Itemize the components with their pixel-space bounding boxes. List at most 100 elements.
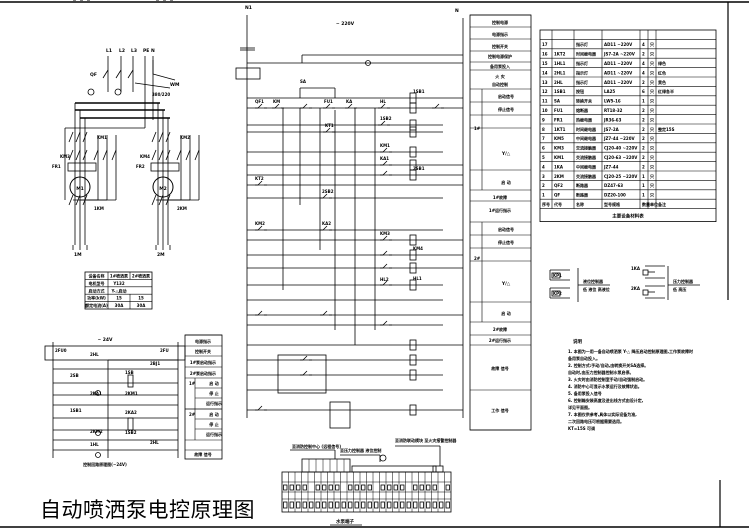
- function-label: 故障 信号: [194, 451, 211, 457]
- table-cell: 30A: [115, 303, 125, 308]
- function-label: 电源指示: [195, 338, 211, 344]
- wire: [257, 180, 263, 186]
- phase-label: L2: [119, 48, 125, 54]
- table-cell: 只: [650, 192, 654, 198]
- voltage-label: ~ 220V: [336, 21, 355, 27]
- wire: [382, 170, 388, 176]
- wire: [382, 160, 388, 166]
- terminal-number: [348, 484, 353, 491]
- coil-label: 1KA: [631, 266, 641, 271]
- table-cell: 2: [542, 183, 545, 188]
- function-label: 电源指示: [492, 31, 508, 37]
- table-cell: 只: [650, 88, 654, 94]
- contact-label: KM2: [255, 221, 265, 226]
- table-cell: 电机型号: [89, 280, 105, 286]
- terminal-number: [445, 501, 450, 509]
- table-cell: 热继电器: [576, 116, 593, 122]
- terminal-number: [426, 484, 431, 491]
- table-title: 主要设备材料表: [612, 213, 644, 220]
- terminal-number: [439, 501, 444, 509]
- motor-label: M1: [76, 186, 84, 192]
- note-line: 2. 控制方式:手动/自动,由转换开关SA选择。: [568, 362, 648, 368]
- wire: [75, 149, 81, 161]
- motor-icon: [69, 176, 91, 198]
- table-cell: 4: [542, 164, 545, 169]
- table-cell: 只: [650, 107, 654, 113]
- table-cell: 断路器: [576, 182, 589, 188]
- table-cell: AD11 ~220V: [604, 42, 633, 47]
- function-label: 启 动: [501, 179, 510, 185]
- table-cell: 5: [542, 155, 545, 160]
- component-label: 1HL: [90, 442, 99, 447]
- relay-coil: [127, 417, 134, 431]
- terminal-number: [309, 501, 314, 509]
- table-cell: 1KT1: [554, 127, 566, 132]
- table-cell: LW5-16: [604, 99, 621, 104]
- terminal-number: [413, 484, 418, 491]
- phase-label: N: [151, 48, 155, 54]
- note-line: 5. 备用泵投入信号: [568, 390, 602, 396]
- terminal-number: [283, 501, 288, 509]
- terminal-number: [302, 501, 307, 509]
- wire: [322, 225, 328, 231]
- contact-label: 2SB1: [413, 166, 425, 171]
- table-cell: JS7-2A ~220V: [603, 52, 636, 57]
- table-cell: 2: [642, 146, 645, 151]
- contact-label: KT2: [255, 176, 264, 181]
- table-cell: 单位: [650, 201, 658, 207]
- note-line: 详见平面图。: [568, 404, 592, 410]
- fuse-label: 2FU0: [55, 348, 67, 353]
- terminal-number: [335, 501, 340, 509]
- table-cell: 交流接触器: [576, 154, 597, 160]
- wire: [165, 149, 171, 161]
- table-cell: 30A: [137, 303, 147, 308]
- table-cell: 1HL1: [554, 61, 566, 66]
- note-line: 自动时,由压力控制器控制水泵启停。: [568, 369, 634, 375]
- table-cell: 转换开关: [576, 98, 592, 104]
- table-cell: JR36-63: [603, 117, 622, 122]
- contactor-label: KM3: [60, 154, 70, 159]
- function-label: 1#: [189, 381, 196, 386]
- contact-label: HL: [380, 99, 386, 104]
- table-cell: 16: [542, 52, 548, 57]
- component-label: 1SB1: [70, 408, 82, 413]
- coil-symbol: [409, 146, 417, 158]
- function-label: Y/△: [501, 151, 511, 157]
- terminal-number: [322, 484, 327, 491]
- terminal-number: [393, 484, 398, 491]
- coil-symbol: [409, 234, 417, 246]
- table-cell: Y-△启动: [110, 287, 126, 293]
- terminal-group: [432, 465, 444, 473]
- table-cell: FU1: [554, 108, 563, 113]
- contact-label: HL1: [413, 276, 422, 281]
- table-cell: 只: [650, 51, 654, 57]
- table-cell: 红色: [658, 69, 666, 75]
- switch-label: KP2: [553, 291, 562, 296]
- function-label: 1#: [474, 126, 481, 131]
- terminal-number: [361, 484, 366, 491]
- table-cell: AD11 ~220V: [604, 80, 633, 85]
- voltage-label: ~ 24V: [97, 337, 113, 343]
- wire: [434, 103, 440, 109]
- wire: [382, 263, 388, 269]
- table-cell: AD11 ~220V: [604, 61, 633, 66]
- coil-symbol: [409, 126, 417, 138]
- table-cell: 只: [650, 154, 654, 160]
- terminal-number: [315, 484, 320, 491]
- coil-symbol: [642, 289, 649, 296]
- contact-label: KA2: [322, 221, 331, 226]
- table-cell: 断路器: [576, 192, 589, 198]
- note-line: 备用泵自动投入。: [567, 355, 600, 361]
- terminal-number: [328, 484, 333, 491]
- function-label: 2#运行指示: [489, 337, 511, 343]
- table-cell: 2: [642, 117, 645, 122]
- outlet-label: 1M: [74, 252, 82, 258]
- function-label: 停止信号: [498, 106, 514, 112]
- table-cell: KM3: [554, 146, 564, 151]
- relay-label: FR2: [136, 164, 145, 169]
- table-cell: 6: [542, 146, 545, 151]
- wire: [185, 149, 191, 161]
- table-cell: DZ20-100: [604, 193, 626, 198]
- wire: [127, 69, 134, 79]
